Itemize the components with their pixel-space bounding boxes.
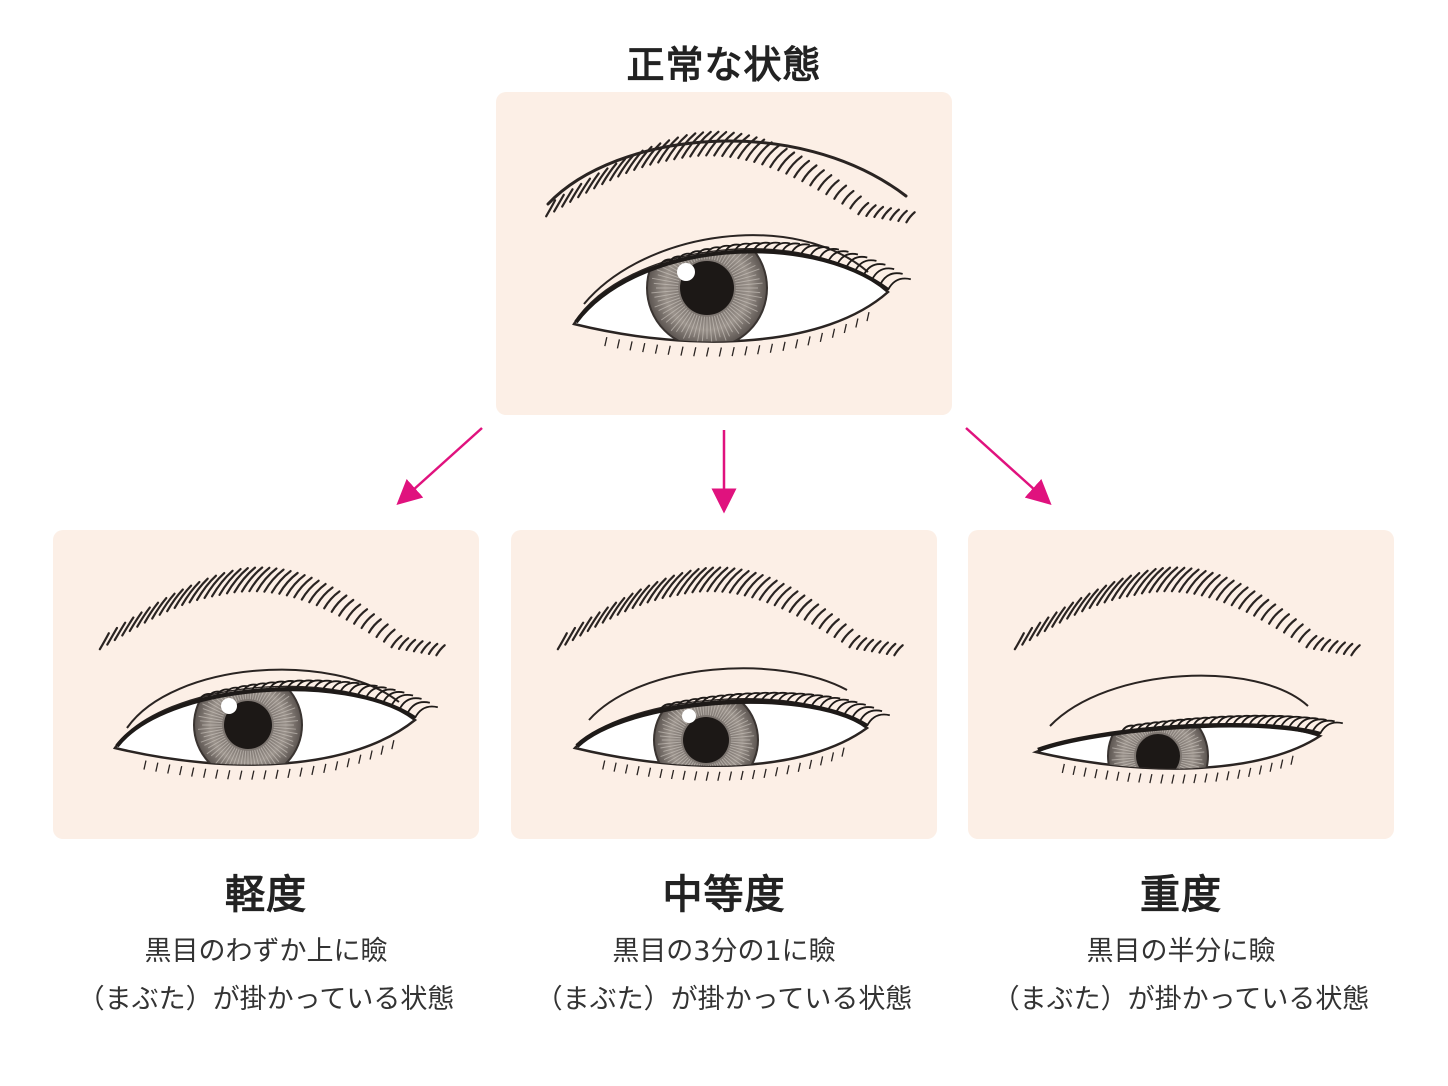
eyebrow-hairs [545, 130, 916, 224]
severe-description: 黒目の半分に瞼 （まぶた）が掛かっている状態 [961, 928, 1401, 1024]
mild-title: 軽度 [225, 872, 307, 918]
moderate-description: 黒目の3分の1に瞼 （まぶた）が掛かっている状態 [504, 928, 944, 1024]
severe-title: 重度 [1140, 872, 1222, 918]
mild-eye-panel [53, 530, 479, 839]
mild-description: 黒目のわずか上に瞼 （まぶた）が掛かっている状態 [46, 928, 486, 1024]
mild-description-line2: （まぶた）が掛かっている状態 [77, 984, 455, 1015]
mild-eye-illustration [98, 566, 446, 780]
severe-description-line1: 黒目の半分に瞼 [1086, 936, 1276, 967]
moderate-eye-panel [511, 530, 937, 839]
moderate-title: 中等度 [662, 872, 786, 918]
normal-state-title: 正常な状態 [626, 43, 822, 87]
arrow-to-mild [396, 427, 483, 506]
severe-description-line2: （まぶた）が掛かっている状態 [992, 984, 1370, 1015]
eyebrow [546, 139, 908, 206]
severe-eye-panel [968, 530, 1394, 839]
normal-eye-illustration [545, 130, 916, 357]
normal-eye-panel [496, 92, 952, 415]
moderate-eye-illustration [556, 566, 904, 781]
moderate-description-line2: （まぶた）が掛かっている状態 [535, 984, 913, 1015]
severe-eye-illustration [1013, 566, 1361, 784]
arrow-to-severe [965, 427, 1052, 506]
mild-description-line1: 黒目のわずか上に瞼 [144, 936, 388, 967]
moderate-description-line1: 黒目の3分の1に瞼 [612, 936, 836, 967]
